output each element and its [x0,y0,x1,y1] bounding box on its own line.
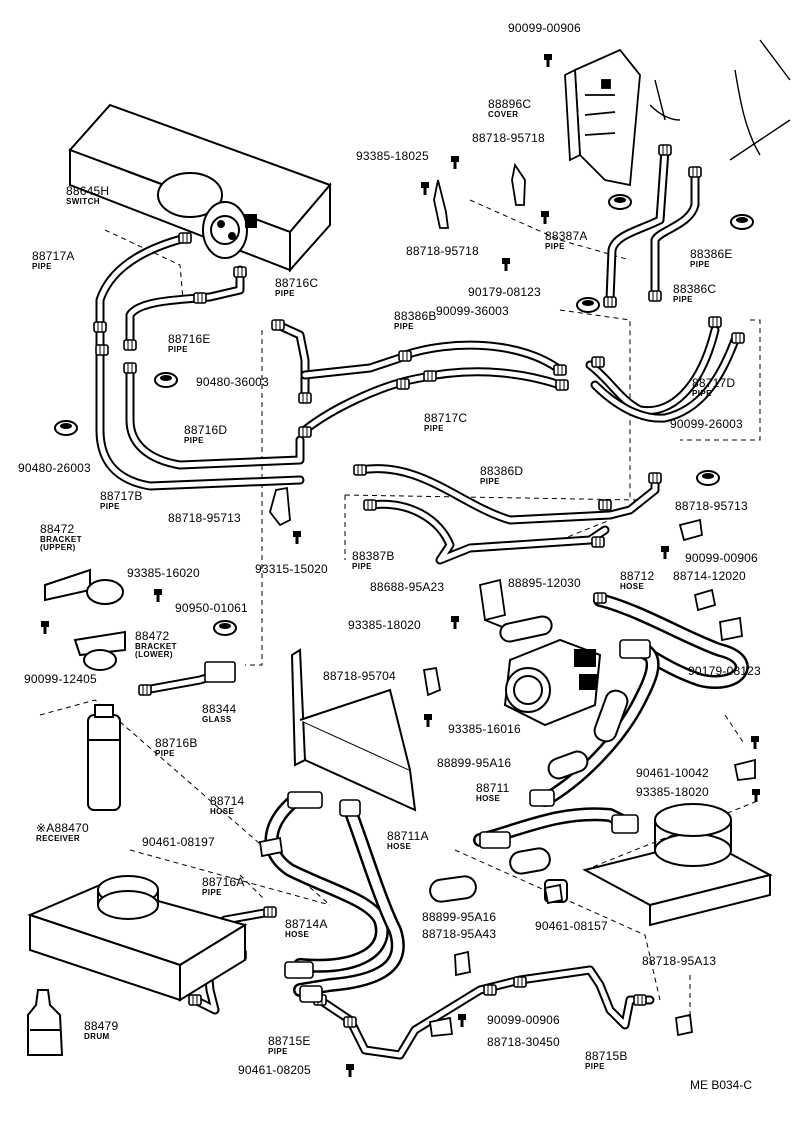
label-90461-08197: 90461-08197 [142,835,215,849]
label-88714-12020: 88714-12020 [673,569,746,583]
drum-88479 [27,989,64,1056]
label-93315-15020: 93315-15020 [255,562,328,576]
label-88899-95a16-a: 88899-95A16 [437,756,512,770]
label-93385-18020-b: 93385-18020 [636,785,709,799]
receiver-a88470 [87,704,121,811]
body-outline [649,39,791,161]
label-90461-08205: 90461-08205 [238,1063,311,1077]
label-88718-95a43: 88718-95A43 [422,927,497,941]
condenser [290,648,417,812]
label-88718-95713-a: 88718-95713 [168,511,241,525]
label-88899-95a16-b: 88899-95A16 [422,910,497,924]
label-88718-30450: 88718-30450 [487,1035,560,1049]
label-90480-36003: 90480-36003 [196,375,269,389]
label-88895-12030: 88895-12030 [508,576,581,590]
label-90099-26003: 90099-26003 [670,417,743,431]
label-90461-08157: 90461-08157 [535,919,608,933]
lower-left-unit [27,875,248,1002]
label-88718-95704: 88718-95704 [323,669,396,683]
evaporator-unit [68,103,332,273]
pipe-clamps [258,162,756,1037]
label-90179-08123-a: 90179-08123 [468,285,541,299]
compressor [503,638,602,727]
bracket-88688-95a23 [478,578,511,631]
label-90099-36003: 90099-36003 [436,304,509,318]
label-93385-18025: 93385-18025 [356,149,429,163]
label-90099-12405: 90099-12405 [24,672,97,686]
hose-couplings [204,639,651,1003]
label-90950-01061: 90950-01061 [175,601,248,615]
label-90179-08123-b: 90179-08123 [688,664,761,678]
label-90480-26003: 90480-26003 [18,461,91,475]
label-93385-16016: 93385-16016 [448,722,521,736]
pipes [95,145,749,1060]
lower-right-unit [582,803,773,927]
label-90099-00906-mid: 90099-00906 [685,551,758,565]
label-88718-95a13: 88718-95A13 [642,954,717,968]
label-90461-10042: 90461-10042 [636,766,709,780]
bracket-88472-upper [44,568,124,605]
label-88718-95718-b: 88718-95718 [406,244,479,258]
cover-88896c [564,48,641,187]
label-93385-18020-a: 93385-18020 [348,618,421,632]
label-88718-95713-b: 88718-95713 [675,499,748,513]
label-88718-95718-a: 88718-95718 [472,131,545,145]
bracket-88472-lower [73,630,126,671]
label-88688-95a23: 88688-95A23 [370,580,445,594]
label-93385-16020: 93385-16020 [127,566,200,580]
dashed-leader-lines [39,199,761,1030]
label-90099-00906-top: 90099-00906 [508,21,581,35]
short-hoses [429,615,629,903]
diagram-reference-code: ME B034-C [690,1078,753,1092]
label-90099-00906-bot: 90099-00906 [487,1013,560,1027]
